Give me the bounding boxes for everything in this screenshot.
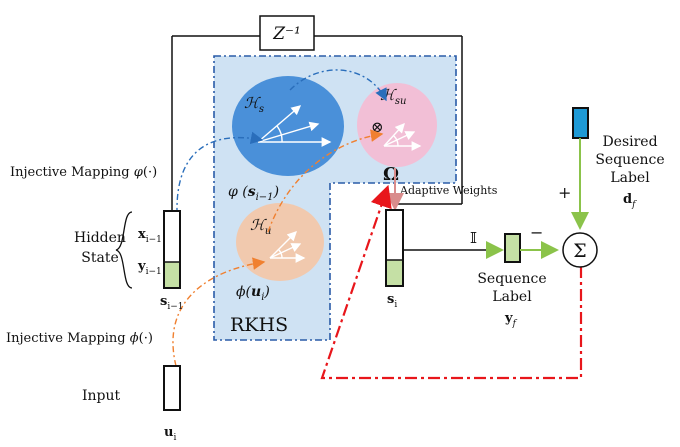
desired-label-line1: Desired xyxy=(602,134,657,150)
error-feedback-path xyxy=(320,184,583,380)
hidden-state-brace xyxy=(115,211,133,289)
hidden-state-y-part xyxy=(165,262,179,287)
output-state-label: si xyxy=(387,292,397,310)
hidden-state-title-1: Hidden xyxy=(74,230,126,246)
plus-sign: + xyxy=(558,183,571,202)
omega-symbol: Ω xyxy=(383,164,399,185)
rkhs-label: RKHS xyxy=(230,314,288,336)
hidden-state-vector-label: si−1 xyxy=(160,294,183,312)
desired-label-vector: df xyxy=(623,192,637,210)
input-vector-label: ui xyxy=(164,425,176,443)
hu-vector-fan xyxy=(269,231,306,263)
hs-space-circle xyxy=(232,76,344,176)
feedback-loop xyxy=(171,35,463,210)
injective-input-label: Injective Mapping ϕ(·) xyxy=(6,331,153,346)
hidden-state-title-2: State xyxy=(81,250,118,266)
injective-state-label: Injective Mapping φ(·) xyxy=(10,165,157,180)
tensor-product-symbol: ⊗ xyxy=(371,118,384,136)
summation-node xyxy=(562,232,598,268)
desired-label-line2: Sequence xyxy=(595,152,664,168)
hu-space-circle xyxy=(236,203,324,281)
adaptive-weights-label: Adaptive Weights xyxy=(399,184,498,197)
hsu-vector-fan xyxy=(383,122,422,151)
sequence-label-line1: Sequence xyxy=(477,271,546,287)
y-component-label: yi−1 xyxy=(137,259,162,277)
input-vector xyxy=(163,365,181,411)
input-label: Input xyxy=(82,388,121,404)
desired-label-box xyxy=(572,107,589,139)
hs-vector-fan xyxy=(257,105,332,147)
sequence-label-vector: yf xyxy=(504,311,518,329)
input-to-hsu-curve xyxy=(267,129,384,233)
delay-block xyxy=(259,15,315,51)
output-state-y-part xyxy=(387,260,402,285)
sequence-label-line2: Label xyxy=(492,289,532,305)
state-to-hsu-curve xyxy=(289,69,387,102)
selector-symbol: 𝕀 xyxy=(470,229,477,247)
summation-symbol: Σ xyxy=(573,240,586,262)
minus-sign: − xyxy=(530,223,543,242)
x-component-label: xi−1 xyxy=(138,227,162,245)
input-mapping-curve xyxy=(172,257,266,367)
delay-label: Z⁻¹ xyxy=(272,24,301,44)
desired-label-line3: Label xyxy=(610,170,650,186)
sequence-label-box xyxy=(504,233,521,263)
